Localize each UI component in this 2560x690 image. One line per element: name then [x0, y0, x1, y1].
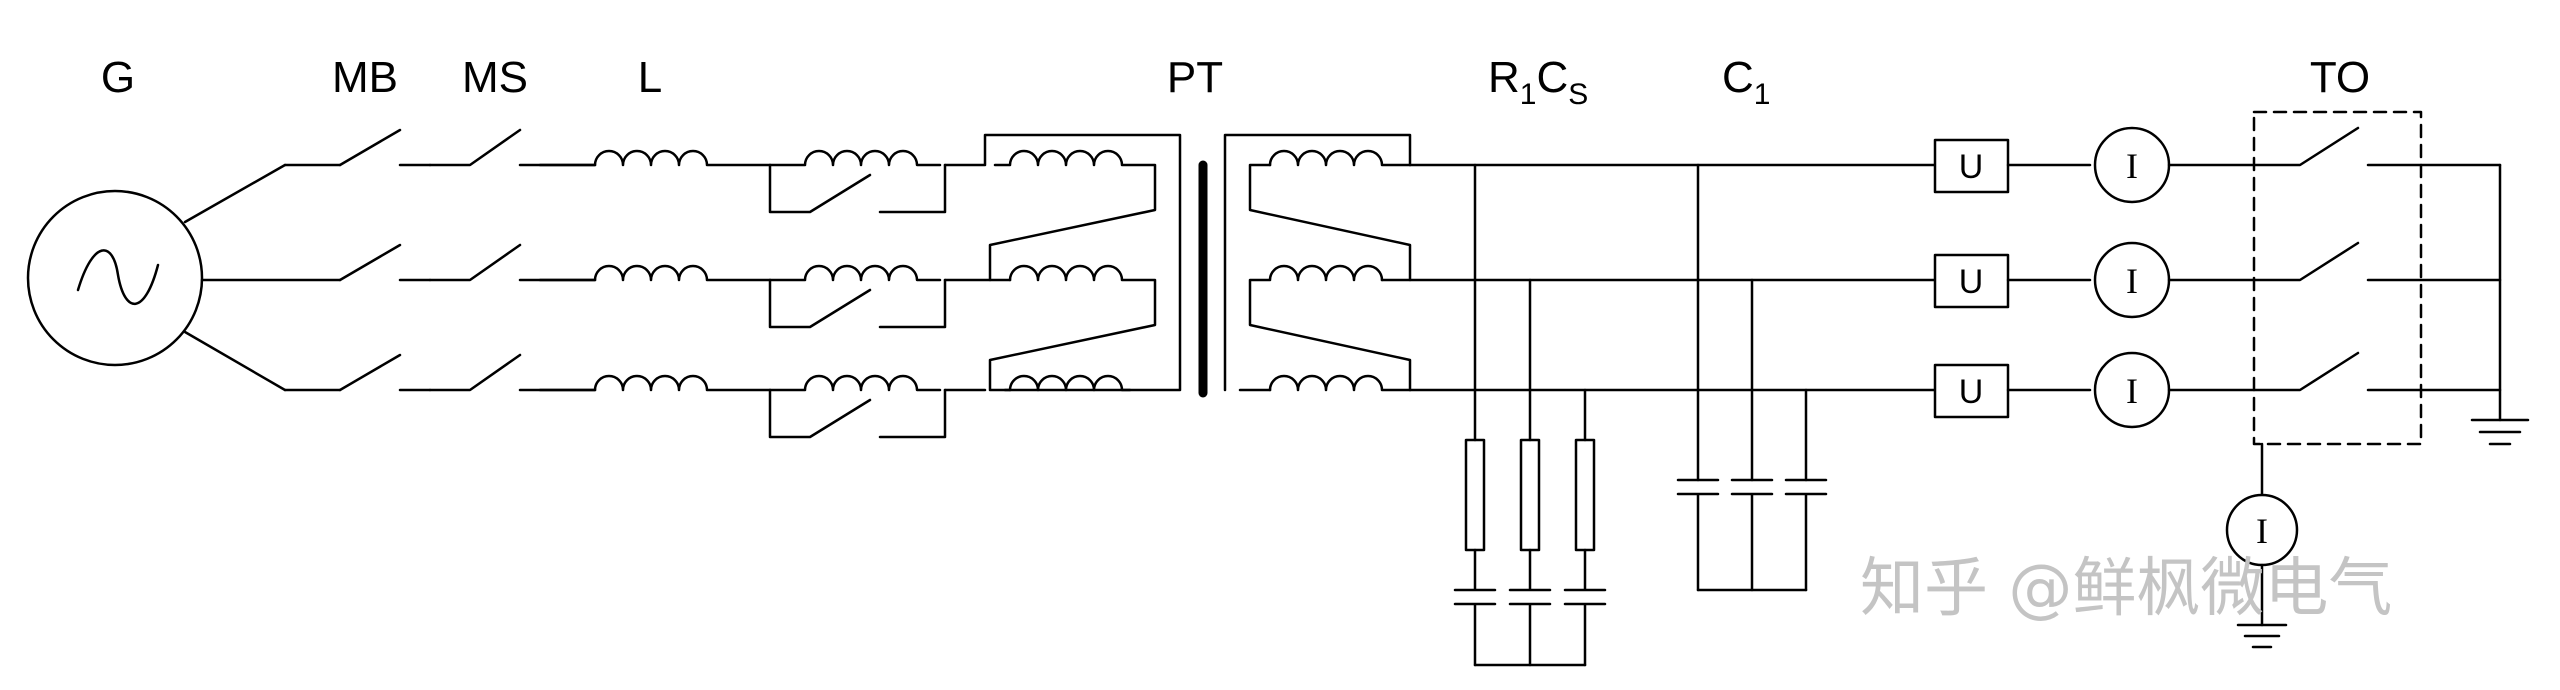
right-ground-bus [2470, 163, 2530, 446]
reactor-inductors [538, 149, 772, 392]
leakage-current-label: I [2256, 511, 2268, 551]
transformer-primary [943, 133, 1182, 392]
label-reactor: L [638, 53, 662, 102]
main-buses [1408, 163, 1937, 392]
label-generator: G [101, 53, 135, 102]
current-meters [2093, 126, 2171, 429]
generator-symbol [26, 189, 204, 367]
voltage-label-a: U [1959, 148, 1984, 186]
voltage-label-b: U [1959, 263, 1984, 301]
damping-branch [1453, 163, 1607, 667]
meter-connectors [2006, 163, 2092, 392]
test-object-enclosure [2252, 110, 2423, 446]
label-test-object: TO [2310, 53, 2370, 102]
main-breaker-switches [338, 128, 432, 392]
generator-sine-icon [76, 249, 160, 306]
test-object-switches [2167, 126, 2502, 392]
capacitor-branch [1676, 163, 1828, 592]
label-main-breaker: MB [332, 53, 398, 102]
watermark-text: 知乎 @鲜枫微电气 [1860, 552, 2392, 626]
label-transformer: PT [1167, 53, 1223, 102]
bypass-inductors [768, 149, 947, 439]
transformer-secondary [1223, 133, 1412, 392]
current-label-a: I [2126, 146, 2138, 186]
label-damping: R1CS [1488, 53, 1588, 111]
leakage-meter [2225, 442, 2299, 649]
current-label-c: I [2126, 371, 2138, 411]
label-make-switch: MS [462, 53, 528, 102]
current-meter-labels: I I I I [2126, 146, 2268, 551]
voltage-meters [1933, 138, 2010, 419]
label-capacitor: C1 [1722, 53, 1770, 111]
current-label-b: I [2126, 261, 2138, 301]
voltage-label-c: U [1959, 373, 1984, 411]
voltage-meter-labels: U U U [1959, 148, 1984, 411]
generator-feeders [183, 163, 342, 392]
make-switches [428, 128, 597, 392]
